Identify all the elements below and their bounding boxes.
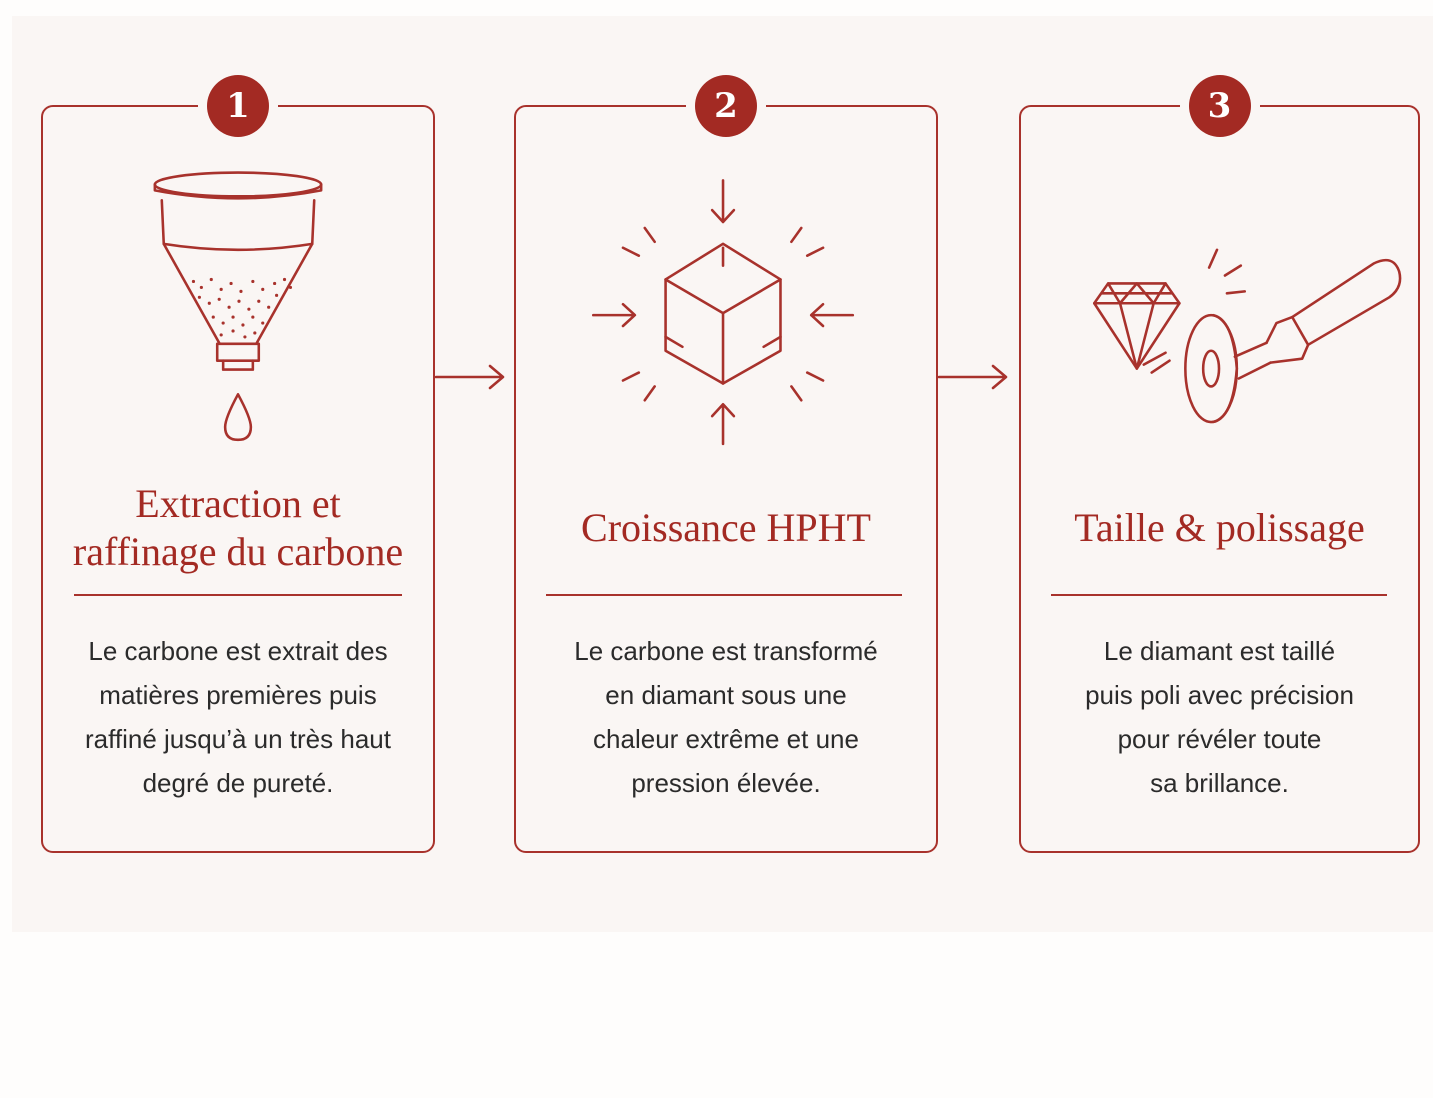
step-description: Le carbone est transformé en diamant sou… [574, 636, 878, 798]
step-number-badge: 1 [207, 75, 269, 137]
step-title: Taille & polissage [1074, 505, 1365, 550]
step-description: Le carbone est extrait des matières prem… [85, 636, 391, 798]
step-number-badge: 2 [695, 75, 757, 137]
step-card-2: 2 Croissance HPHT Le carbone est transfo… [514, 75, 938, 853]
step-description: Le diamant est taillé puis poli avec pré… [1085, 636, 1354, 798]
arrow-right-icon [434, 364, 505, 390]
divider [546, 594, 902, 596]
step-card-3: 3 Taille & polissage Le diamant est tail… [1019, 75, 1420, 853]
step-number-badge: 3 [1188, 75, 1251, 137]
arrow-right-icon [937, 364, 1008, 390]
cube-pressure-icon [591, 179, 855, 446]
divider [1051, 594, 1387, 596]
funnel-drop-icon [153, 171, 323, 442]
divider [74, 594, 402, 596]
step-title: Croissance HPHT [581, 505, 871, 550]
diamond-polishing-icon [1092, 248, 1402, 424]
step-card-1: 1 Extraction et raffinage du carbone Le … [41, 75, 435, 853]
step-title: Extraction et raffinage du carbone [72, 481, 404, 574]
